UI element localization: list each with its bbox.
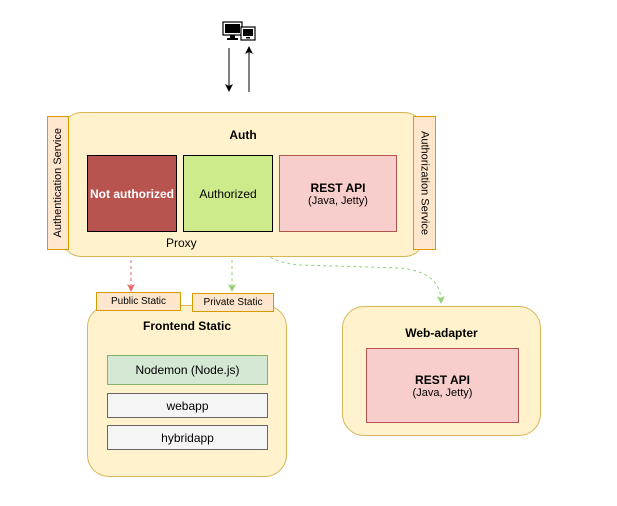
nodemon-box: Nodemon (Node.js) [107, 355, 268, 385]
private-static-tab: Private Static [192, 293, 274, 312]
hybridapp-label: hybridapp [161, 430, 214, 445]
authorization-service-label: Authorization Service [418, 131, 431, 235]
web-adapter-rest-api-title: REST API [415, 372, 470, 387]
computer-monitor-icon [222, 20, 258, 44]
auth-rest-api-subtitle: (Java, Jetty) [308, 194, 368, 207]
web-adapter-rest-api-box: REST API (Java, Jetty) [366, 348, 519, 423]
hybridapp-box: hybridapp [107, 425, 268, 450]
authorized-label: Authorized [199, 186, 257, 201]
web-adapter-rest-api-subtitle: (Java, Jetty) [412, 386, 473, 399]
frontend-static-title: Frontend Static [142, 319, 231, 333]
auth-rest-api-box: REST API (Java, Jetty) [279, 155, 397, 232]
web-adapter-connector [244, 230, 445, 304]
authorization-service-tab: Authorization Service [413, 116, 436, 250]
nodemon-label: Nodemon (Node.js) [135, 363, 240, 377]
webapp-box: webapp [107, 393, 268, 418]
proxy-label: Proxy [166, 236, 197, 250]
auth-title: Auth [229, 128, 257, 142]
webapp-label: webapp [166, 398, 209, 413]
authorized-box: Authorized [183, 155, 273, 232]
auth-rest-api-title: REST API [310, 180, 366, 195]
not-authorized-box: Not authorized [87, 155, 177, 232]
public-static-tab: Public Static [96, 292, 181, 311]
public-static-label: Public Static [110, 296, 167, 307]
web-adapter-title: Web-adapter [405, 326, 478, 340]
authentication-service-tab: Authentication Service [47, 116, 69, 250]
private-static-label: Private Static [203, 297, 263, 308]
authentication-service-label: Authentication Service [52, 128, 64, 238]
not-authorized-label: Not authorized [90, 186, 174, 201]
